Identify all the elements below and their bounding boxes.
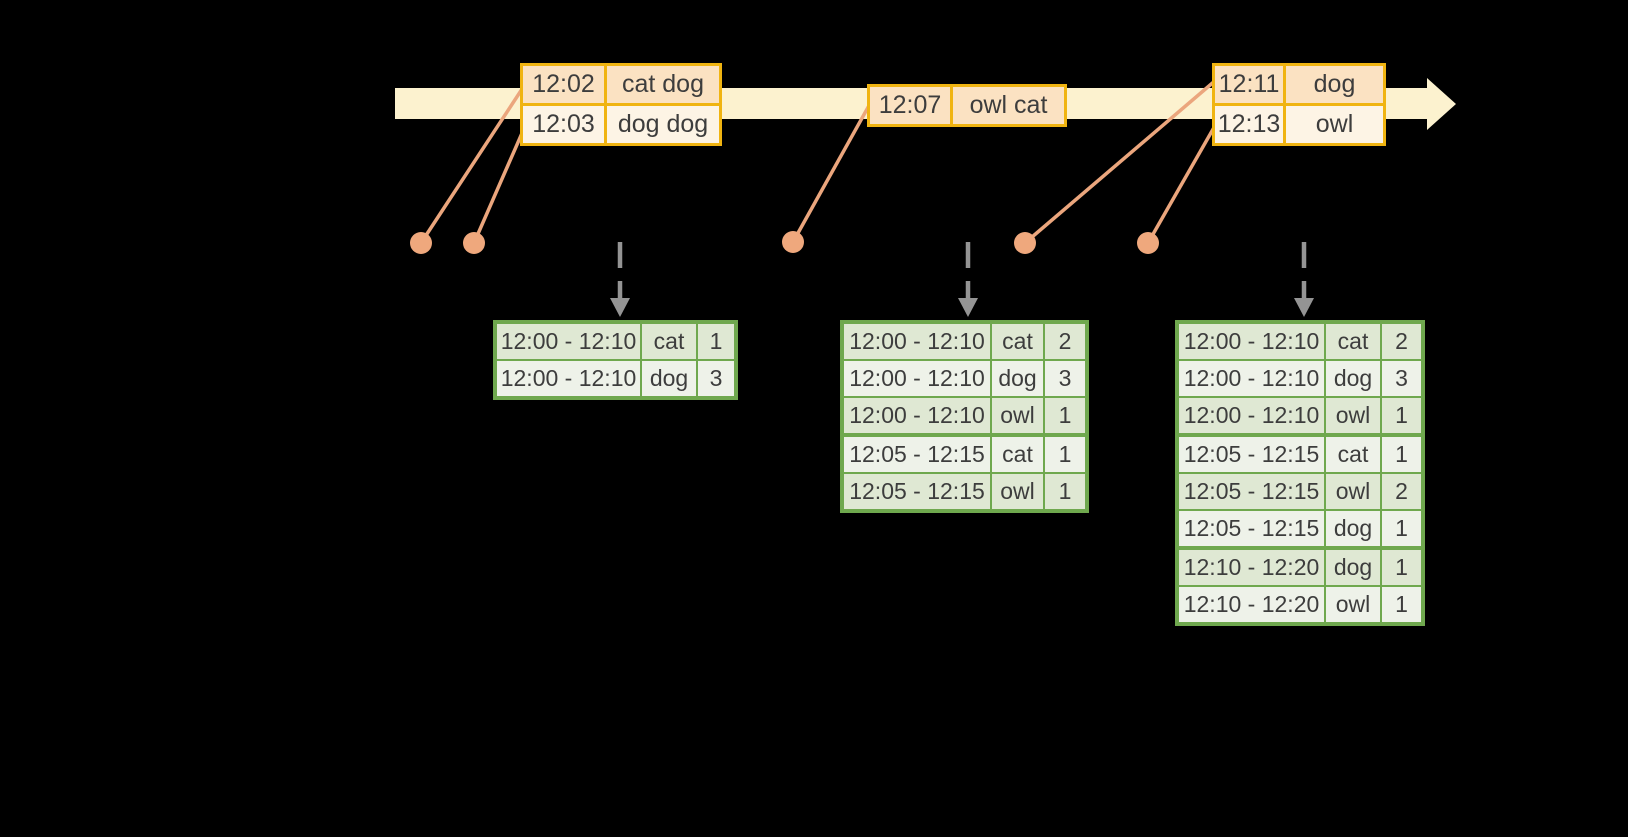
event-words: cat dog xyxy=(604,63,722,106)
count-cell: 1 xyxy=(1380,546,1424,587)
count-cell: 1 xyxy=(696,321,737,361)
word-cell: cat xyxy=(990,321,1045,361)
word-cell: cat xyxy=(1324,433,1382,474)
table-row: 12:00 - 12:10 owl 1 xyxy=(841,396,1088,436)
window-cell: 12:00 - 12:10 xyxy=(841,359,992,398)
window-cell: 12:05 - 12:15 xyxy=(1176,472,1326,511)
event-point-dot-icon xyxy=(782,231,804,253)
word-cell: dog xyxy=(1324,509,1382,549)
table-row: 12:00 - 12:10 cat 2 xyxy=(1176,321,1424,361)
event-row: 12:13 owl xyxy=(1212,103,1386,146)
event-point-dot-icon xyxy=(1137,232,1159,254)
word-cell: dog xyxy=(990,359,1045,398)
window-cell: 12:10 - 12:20 xyxy=(1176,546,1326,587)
word-cell: cat xyxy=(1324,321,1382,361)
table-row: 12:05 - 12:15 cat 1 xyxy=(1176,433,1424,474)
event-point-dot-icon xyxy=(463,232,485,254)
result-table-3: 12:00 - 12:10 cat 2 12:00 - 12:10 dog 3 … xyxy=(1175,320,1425,626)
window-cell: 12:00 - 12:10 xyxy=(1176,396,1326,436)
event-point-dot-icon xyxy=(410,232,432,254)
table-row: 12:05 - 12:15 owl 2 xyxy=(1176,472,1424,511)
window-cell: 12:10 - 12:20 xyxy=(1176,585,1326,625)
event-words: owl xyxy=(1283,103,1386,146)
window-cell: 12:00 - 12:10 xyxy=(494,321,642,361)
event-time: 12:07 xyxy=(867,84,953,127)
count-cell: 1 xyxy=(1043,472,1088,512)
word-cell: dog xyxy=(1324,546,1382,587)
word-cell: dog xyxy=(1324,359,1382,398)
table-row: 12:00 - 12:10 dog 3 xyxy=(494,359,737,399)
table-row: 12:00 - 12:10 cat 1 xyxy=(494,321,737,361)
event-words: dog xyxy=(1283,63,1386,106)
trigger-arrow-icon xyxy=(610,242,630,317)
word-cell: owl xyxy=(1324,585,1382,625)
event-table-2: 12:07 owl cat xyxy=(867,84,1067,127)
table-row: 12:00 - 12:10 owl 1 xyxy=(1176,396,1424,436)
count-cell: 1 xyxy=(1380,433,1424,474)
trigger-arrow-icon xyxy=(1294,242,1314,317)
event-table-3: 12:11 dog 12:13 owl xyxy=(1212,63,1386,146)
table-row: 12:10 - 12:20 dog 1 xyxy=(1176,546,1424,587)
window-cell: 12:05 - 12:15 xyxy=(1176,433,1326,474)
event-connector-line xyxy=(1023,78,1218,245)
count-cell: 1 xyxy=(1043,433,1088,474)
event-connector-line xyxy=(472,123,528,244)
count-cell: 2 xyxy=(1043,321,1088,361)
window-cell: 12:00 - 12:10 xyxy=(1176,359,1326,398)
word-cell: dog xyxy=(640,359,698,399)
event-time: 12:13 xyxy=(1212,103,1286,146)
table-row: 12:05 - 12:15 dog 1 xyxy=(1176,509,1424,549)
table-row: 12:00 - 12:10 dog 3 xyxy=(1176,359,1424,398)
result-table-1: 12:00 - 12:10 cat 1 12:00 - 12:10 dog 3 xyxy=(493,320,738,400)
count-cell: 3 xyxy=(1043,359,1088,398)
word-cell: owl xyxy=(990,472,1045,512)
count-cell: 2 xyxy=(1380,472,1424,511)
event-time: 12:02 xyxy=(520,63,607,106)
event-table-1: 12:02 cat dog 12:03 dog dog xyxy=(520,63,722,146)
word-cell: owl xyxy=(1324,396,1382,436)
result-table-2: 12:00 - 12:10 cat 2 12:00 - 12:10 dog 3 … xyxy=(840,320,1089,513)
table-row: 12:00 - 12:10 cat 2 xyxy=(841,321,1088,361)
count-cell: 1 xyxy=(1380,509,1424,549)
window-cell: 12:00 - 12:10 xyxy=(494,359,642,399)
window-cell: 12:00 - 12:10 xyxy=(841,396,992,436)
count-cell: 1 xyxy=(1380,396,1424,436)
window-cell: 12:00 - 12:10 xyxy=(841,321,992,361)
event-row: 12:11 dog xyxy=(1212,63,1386,106)
event-connector-line xyxy=(1146,123,1218,244)
table-row: 12:00 - 12:10 dog 3 xyxy=(841,359,1088,398)
event-row: 12:07 owl cat xyxy=(867,84,1067,127)
event-time: 12:03 xyxy=(520,103,607,146)
count-cell: 1 xyxy=(1380,585,1424,625)
event-connector-line xyxy=(419,82,528,244)
window-cell: 12:05 - 12:15 xyxy=(1176,509,1326,549)
event-time: 12:11 xyxy=(1212,63,1286,106)
window-cell: 12:05 - 12:15 xyxy=(841,472,992,512)
table-row: 12:05 - 12:15 cat 1 xyxy=(841,433,1088,474)
word-cell: cat xyxy=(990,433,1045,474)
event-connector-line xyxy=(791,101,873,243)
count-cell: 3 xyxy=(696,359,737,399)
event-words: owl cat xyxy=(950,84,1067,127)
table-row: 12:05 - 12:15 owl 1 xyxy=(841,472,1088,512)
count-cell: 2 xyxy=(1380,321,1424,361)
event-row: 12:02 cat dog xyxy=(520,63,722,106)
word-cell: owl xyxy=(1324,472,1382,511)
word-cell: owl xyxy=(990,396,1045,436)
timeline-arrowhead-icon xyxy=(1427,78,1456,130)
window-cell: 12:05 - 12:15 xyxy=(841,433,992,474)
window-cell: 12:00 - 12:10 xyxy=(1176,321,1326,361)
count-cell: 1 xyxy=(1043,396,1088,436)
trigger-arrow-icon xyxy=(958,242,978,317)
event-words: dog dog xyxy=(604,103,722,146)
word-cell: cat xyxy=(640,321,698,361)
count-cell: 3 xyxy=(1380,359,1424,398)
table-row: 12:10 - 12:20 owl 1 xyxy=(1176,585,1424,625)
event-point-dot-icon xyxy=(1014,232,1036,254)
event-row: 12:03 dog dog xyxy=(520,103,722,146)
